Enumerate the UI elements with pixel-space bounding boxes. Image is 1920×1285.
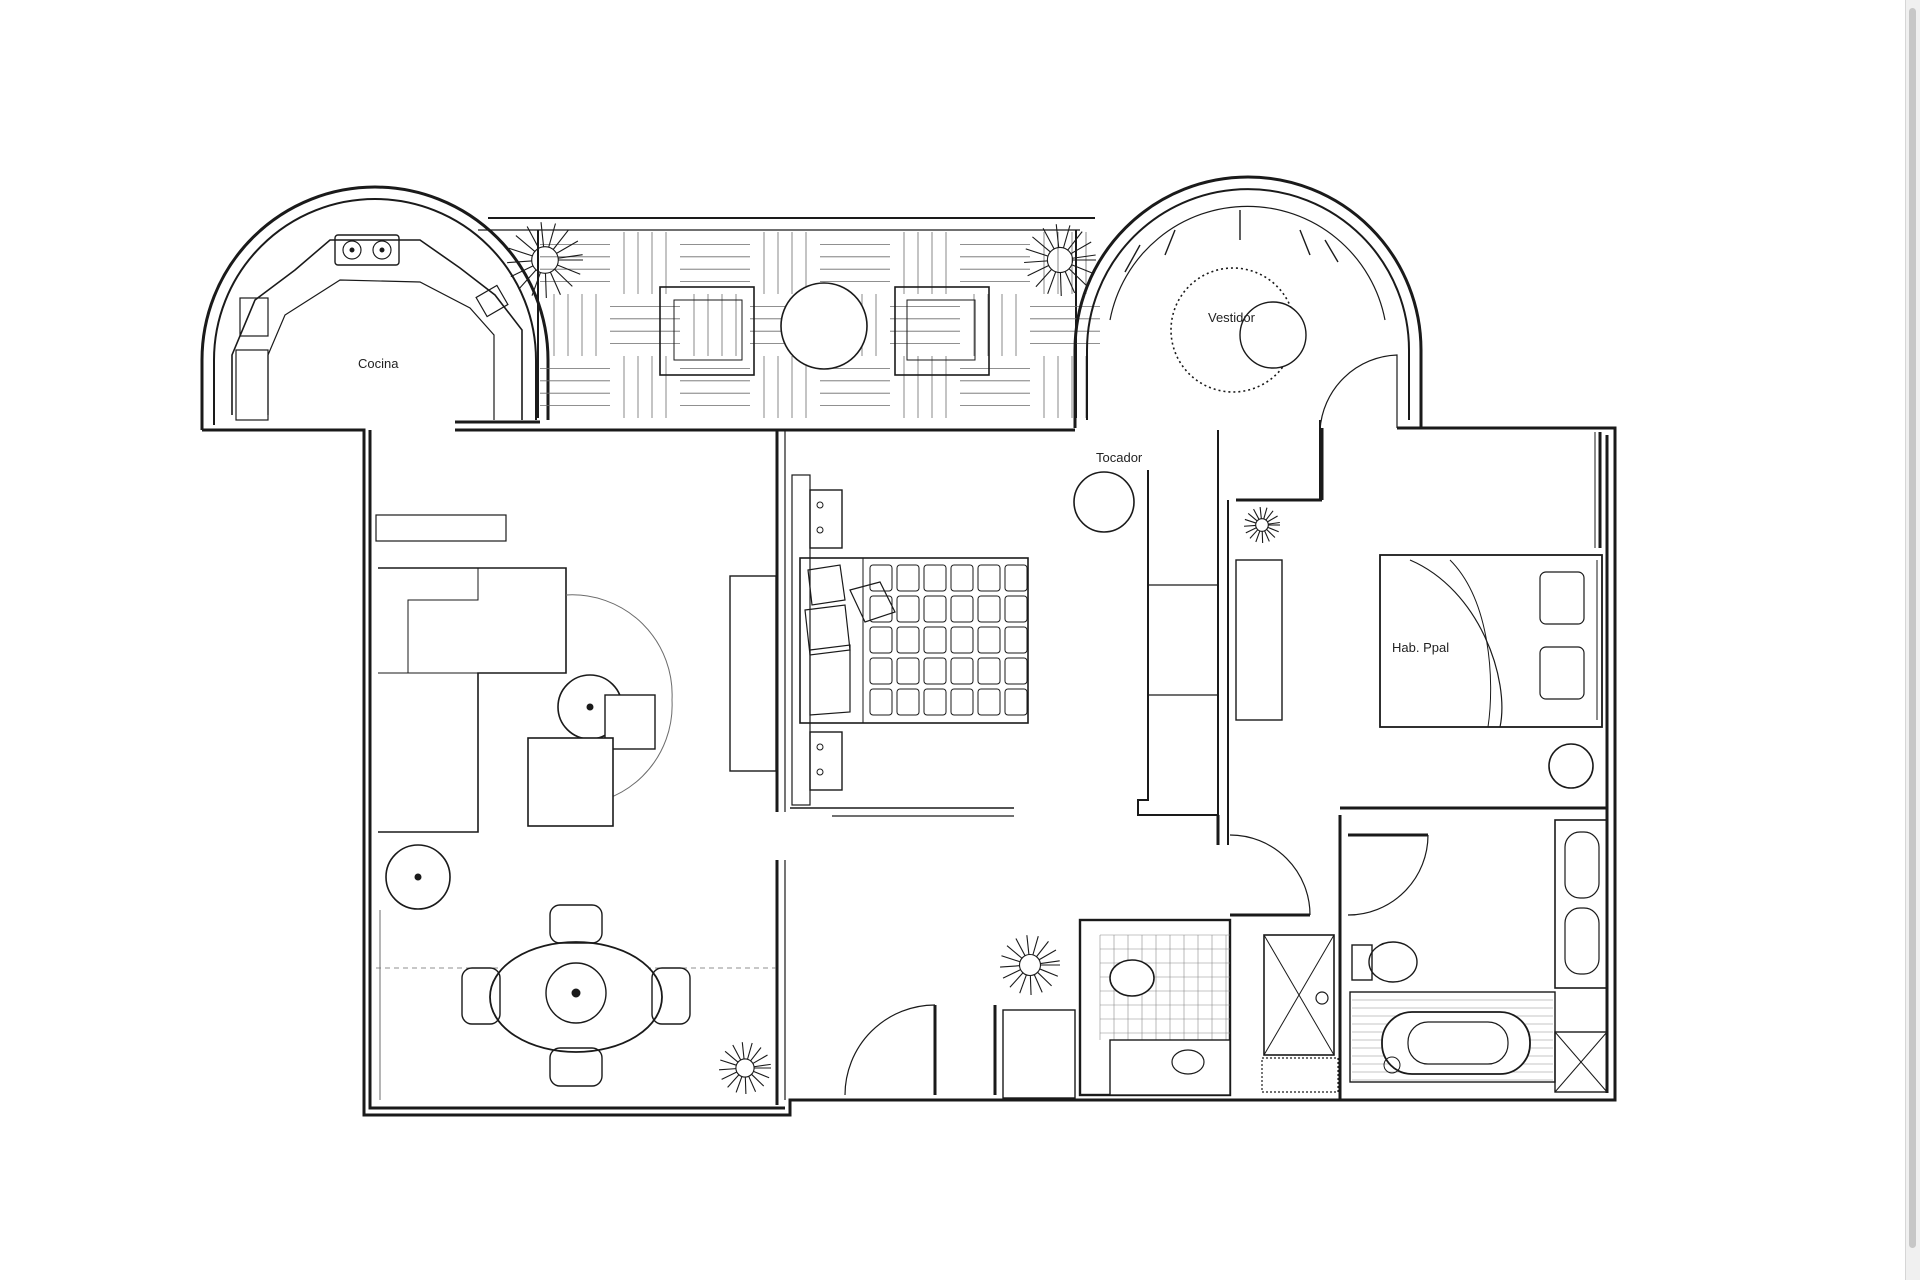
bedroom-area bbox=[790, 475, 1028, 816]
living-dining-area bbox=[376, 430, 785, 1105]
plant-icon bbox=[1244, 507, 1280, 543]
terrace-area bbox=[478, 218, 1100, 418]
plant-icon bbox=[1024, 224, 1096, 296]
label-cocina: Cocina bbox=[358, 356, 399, 371]
scrollbar-thumb[interactable] bbox=[1909, 8, 1916, 1248]
label-tocador: Tocador bbox=[1096, 450, 1143, 465]
label-vestidor: Vestidor bbox=[1208, 310, 1256, 325]
plant-icon bbox=[1000, 935, 1060, 995]
guest-bath-area bbox=[1080, 920, 1338, 1095]
master-bath-area bbox=[1350, 820, 1607, 1092]
kitchen-area bbox=[202, 187, 548, 430]
exterior-walls bbox=[202, 422, 1615, 1115]
plant-icon bbox=[719, 1042, 771, 1094]
label-hab-ppal: Hab. Ppal bbox=[1392, 640, 1449, 655]
vertical-scrollbar[interactable] bbox=[1905, 0, 1920, 1280]
master-bedroom-area bbox=[1236, 432, 1602, 788]
